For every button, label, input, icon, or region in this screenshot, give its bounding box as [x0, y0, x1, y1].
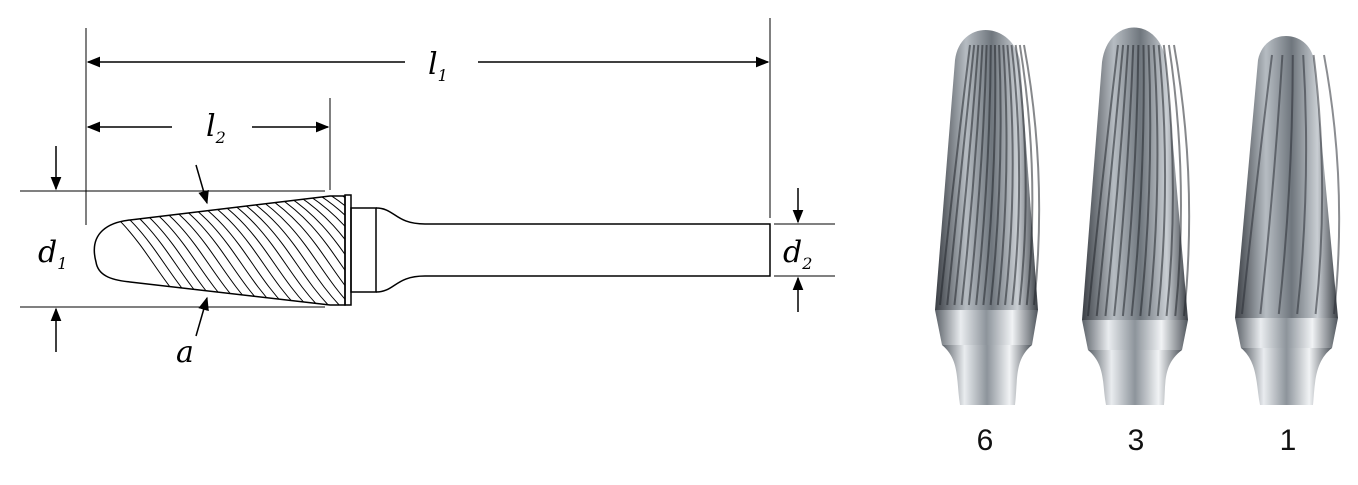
hatch-line [112, 196, 224, 305]
hatch-line [310, 196, 346, 305]
hatch-line [255, 196, 346, 305]
flute-line [1087, 44, 1119, 317]
cutting-head-outline [93, 195, 346, 306]
burr-1-head [1235, 36, 1338, 318]
hatch-line [101, 196, 213, 305]
flute-line [1167, 44, 1182, 317]
flute-line [1113, 44, 1135, 317]
flute-line [1323, 54, 1341, 315]
hatch-line [277, 196, 346, 305]
flute-line [1095, 44, 1125, 317]
burr-1-collar [1235, 318, 1338, 348]
hatch-line [94, 196, 191, 305]
flute-line [953, 44, 980, 306]
burr-6-flutes [939, 44, 1041, 306]
l2-label: l2 [206, 109, 226, 147]
flute-line [1018, 44, 1034, 306]
hatch-line [233, 196, 345, 305]
flute-line [1130, 44, 1145, 317]
flute-line [975, 44, 992, 306]
burr-3-collar [1082, 320, 1188, 350]
flute-line [939, 44, 971, 306]
hatch-line [145, 196, 257, 305]
flute-line [1277, 54, 1294, 315]
head-collar [344, 194, 352, 306]
flute-line [1014, 44, 1027, 306]
hatch-line [288, 196, 346, 305]
l1-label: l1 [428, 47, 448, 85]
burr-6-collar [935, 310, 1038, 345]
flute-line [1312, 54, 1324, 315]
hatch-line [244, 196, 346, 305]
burr-photo-1 [1235, 36, 1341, 405]
burr-1-flutes [1241, 54, 1341, 315]
flute-line [960, 44, 984, 306]
technical-drawing: l1 l2 d1 a d2 [20, 18, 835, 370]
flute-line [1004, 44, 1014, 306]
d1-label: d1 [38, 235, 67, 273]
flute-line [1023, 44, 1041, 306]
cutting-head-hatching [94, 196, 346, 305]
hatch-line [266, 196, 346, 305]
burr-caption-6: 6 [977, 424, 994, 457]
burr-6-shank [942, 345, 1032, 405]
burr-3-flutes [1087, 44, 1191, 317]
flute-line [967, 44, 988, 306]
angle-leader-bottom [195, 296, 209, 337]
shank-outline [375, 207, 771, 293]
flute-line [1104, 44, 1130, 317]
burr-1-shank [1241, 348, 1332, 405]
flute-line [1121, 44, 1140, 317]
burr-photo-6 [935, 30, 1041, 405]
shank-neck [350, 207, 377, 293]
flute-line [1162, 44, 1174, 317]
hatch-line [94, 196, 202, 305]
flute-line [1241, 54, 1273, 315]
hatch-line [321, 196, 346, 305]
flute-line [1156, 44, 1167, 317]
flute-line [1296, 54, 1308, 315]
flute-line [1010, 44, 1021, 306]
angle-label: a [176, 335, 194, 370]
flute-line [1148, 44, 1159, 317]
angle-leader-top [195, 164, 209, 205]
hatch-line [222, 196, 334, 305]
flute-line [982, 44, 997, 306]
flute-line [989, 44, 1002, 306]
burr-caption-3: 3 [1128, 424, 1145, 457]
burr-photo-3 [1082, 27, 1191, 405]
d2-label: d2 [783, 235, 812, 273]
burr-caption-1: 1 [1280, 424, 1297, 457]
burr-photos: 6 3 1 [935, 27, 1341, 457]
flute-line [996, 44, 1008, 306]
flute-line [946, 44, 976, 306]
flute-line [1139, 44, 1152, 317]
burr-3-shank [1088, 350, 1182, 405]
flute-line [1173, 44, 1191, 317]
hatch-line [189, 196, 301, 305]
hatch-line [332, 196, 346, 305]
flute-line [1259, 54, 1284, 315]
hatch-line [299, 196, 346, 305]
